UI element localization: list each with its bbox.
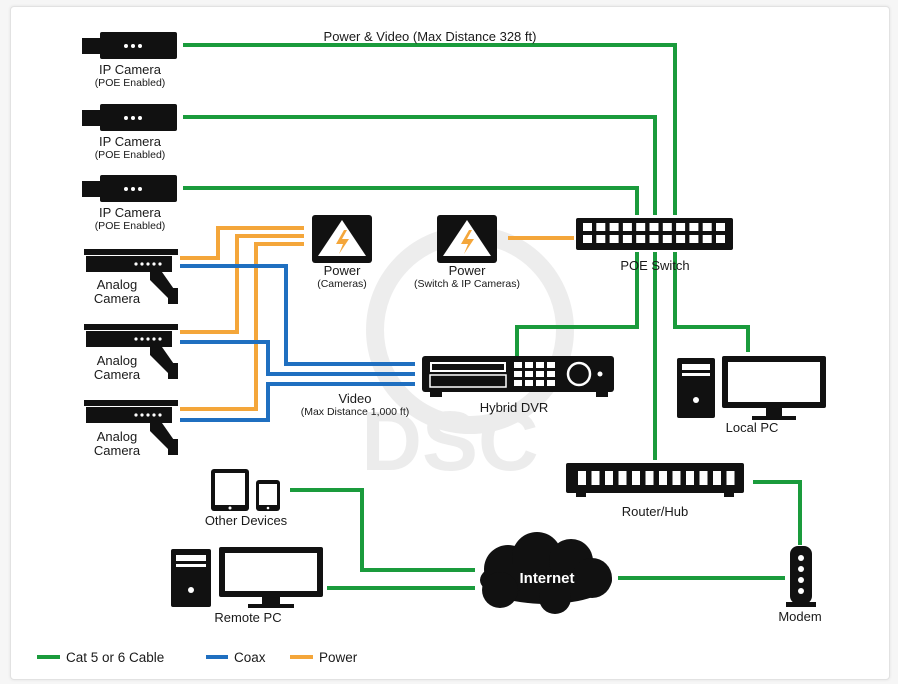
ip-camera-1: IP Camera (POE Enabled) — [82, 32, 177, 89]
legend-item-coax: Coax — [206, 650, 266, 665]
poe-switch: POE Switch — [576, 218, 733, 273]
ip-camera-note: (POE Enabled) — [95, 77, 166, 89]
modem-label: Modem — [778, 609, 821, 624]
cat-cable-ip-camera-3 — [183, 186, 639, 215]
poe-switch-label: POE Switch — [620, 258, 689, 273]
ip-camera-name: IP Camera — [99, 62, 162, 77]
power-switch-note: (Switch & IP Cameras) — [414, 278, 520, 290]
cat-cable-router-to-modem — [753, 480, 802, 545]
ip-camera-icon — [82, 175, 177, 202]
analog-camera-icon — [84, 400, 178, 455]
tablet-icon — [211, 469, 249, 511]
ip-camera-3: IP Camera (POE Enabled) — [82, 175, 177, 232]
ip-camera-icon — [82, 32, 177, 59]
cat-cable-switch-to-local-pc — [673, 252, 750, 352]
local-pc-label: Local PC — [726, 420, 779, 435]
cloud-icon — [480, 532, 612, 614]
power-cable-analog-1 — [180, 226, 304, 260]
cat-cable-ip-camera-1 — [183, 43, 677, 215]
hybrid-dvr: Hybrid DVR — [422, 356, 614, 415]
other-devices: Other Devices — [205, 469, 288, 528]
power-cable-analog-2 — [180, 234, 304, 334]
video-label-title: Video — [338, 391, 371, 406]
analog-camera-2: Analog Camera — [84, 324, 178, 382]
desktop-pc-icon — [677, 356, 826, 420]
legend-item-cat: Cat 5 or 6 Cable — [37, 650, 164, 665]
power-cameras-note: (Cameras) — [317, 278, 367, 290]
power-switch-title: Power — [449, 263, 487, 278]
ip-camera-name: IP Camera — [99, 205, 162, 220]
ip-camera-note: (POE Enabled) — [95, 220, 166, 232]
coax-cable-analog-3 — [180, 382, 415, 422]
desktop-pc-icon — [171, 547, 323, 608]
cat-cable-switch-to-dvr — [515, 252, 639, 357]
analog-camera-3: Analog Camera — [84, 400, 178, 458]
power-lightning-icon — [437, 215, 497, 263]
video-label-note: (Max Distance 1,000 ft) — [301, 406, 410, 418]
analog-camera-name-line1: Analog — [97, 277, 137, 292]
power-supply-switch: Power (Switch & IP Cameras) — [414, 215, 520, 290]
local-pc: Local PC — [677, 356, 826, 435]
remote-pc-label: Remote PC — [214, 610, 281, 625]
legend-item-power: Power — [290, 650, 358, 665]
cat-cable-other-devices — [290, 488, 475, 572]
legend-label-cat: Cat 5 or 6 Cable — [66, 650, 164, 665]
analog-camera-name-line1: Analog — [97, 429, 137, 444]
analog-camera-1: Analog Camera — [84, 249, 178, 306]
hybrid-dvr-label: Hybrid DVR — [480, 400, 549, 415]
poe-switch-icon — [576, 218, 733, 250]
legend-label-power: Power — [319, 650, 358, 665]
analog-camera-icon — [84, 324, 178, 379]
analog-camera-name-line2: Camera — [94, 443, 141, 458]
smartphone-icon — [256, 480, 280, 511]
watermark-text: DSC — [361, 394, 538, 488]
ip-camera-note: (POE Enabled) — [95, 149, 166, 161]
router-icon — [566, 463, 744, 497]
power-supply-cameras: Power (Cameras) — [312, 215, 372, 290]
cat-cables — [183, 43, 802, 590]
router-hub: Router/Hub — [566, 463, 744, 519]
analog-camera-name-line1: Analog — [97, 353, 137, 368]
internet: Internet — [480, 532, 612, 614]
analog-camera-icon — [84, 249, 178, 304]
coax-cable-analog-1 — [180, 264, 415, 366]
internet-label: Internet — [519, 570, 574, 587]
remote-pc: Remote PC — [171, 547, 323, 625]
power-cable-analog-3 — [180, 242, 304, 411]
router-hub-label: Router/Hub — [622, 504, 688, 519]
power-lightning-icon — [312, 215, 372, 263]
dvr-icon — [422, 356, 614, 397]
other-devices-label: Other Devices — [205, 513, 288, 528]
analog-camera-name-line2: Camera — [94, 367, 141, 382]
modem-icon — [786, 546, 816, 607]
legend: Cat 5 or 6 Cable Coax Power — [37, 650, 358, 665]
cat-cable-ip-camera-2 — [183, 115, 657, 215]
ip-camera-2: IP Camera (POE Enabled) — [82, 104, 177, 161]
legend-label-coax: Coax — [234, 650, 266, 665]
power-cables — [180, 226, 574, 411]
ip-camera-name: IP Camera — [99, 134, 162, 149]
top-line-label: Power & Video (Max Distance 328 ft) — [324, 29, 537, 44]
power-cameras-title: Power — [324, 263, 362, 278]
analog-camera-name-line2: Camera — [94, 291, 141, 306]
modem: Modem — [778, 546, 822, 624]
ip-camera-icon — [82, 104, 177, 131]
coax-cables — [180, 264, 415, 422]
coax-cable-analog-2 — [180, 340, 415, 376]
